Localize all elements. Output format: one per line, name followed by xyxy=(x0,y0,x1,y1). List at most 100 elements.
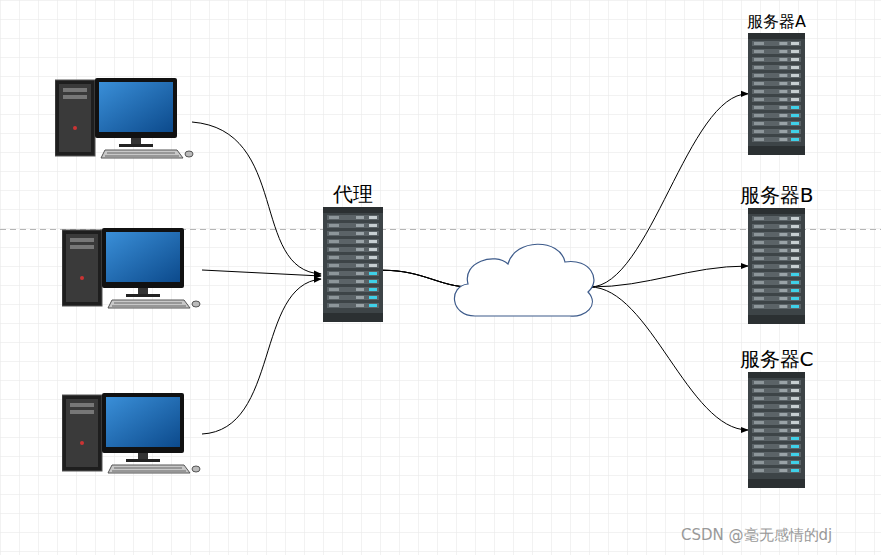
rack-slot xyxy=(779,225,787,228)
rack-led xyxy=(791,297,799,300)
rack-unit xyxy=(752,436,801,441)
rack-slot xyxy=(779,389,787,392)
rack-unit xyxy=(752,129,801,134)
rack-led xyxy=(791,74,799,77)
rack-slot xyxy=(329,304,339,307)
rack-slot xyxy=(329,240,339,243)
rack-slot xyxy=(754,225,764,228)
rack-slot xyxy=(779,413,787,416)
rack-slot xyxy=(356,304,364,307)
rack-unit xyxy=(327,231,379,236)
rack-slot xyxy=(779,305,787,308)
client-computer xyxy=(55,78,193,158)
rack-slot xyxy=(754,249,764,252)
rack-top xyxy=(748,33,805,39)
rack-unit xyxy=(752,452,801,457)
rack-led xyxy=(791,389,799,392)
rack-slot xyxy=(779,241,787,244)
rack-unit xyxy=(752,81,801,86)
rack-slot xyxy=(779,122,787,125)
rack-slot xyxy=(779,50,787,53)
rack-led xyxy=(369,272,377,275)
server-node: 服务器B xyxy=(729,182,824,324)
rack-unit xyxy=(327,295,379,300)
rack-slot xyxy=(754,413,764,416)
rack-unit xyxy=(752,304,801,309)
rack-slot xyxy=(779,249,787,252)
rack-unit xyxy=(752,240,801,245)
rack-led xyxy=(791,273,799,276)
server-rack xyxy=(748,372,805,488)
rack-slot xyxy=(329,280,339,283)
rack-bottom xyxy=(748,479,805,488)
rack-led xyxy=(791,445,799,448)
server-node: 服务器C xyxy=(729,346,824,488)
rack-slot xyxy=(329,232,339,235)
rack-slot xyxy=(754,257,764,260)
rack-slot xyxy=(754,74,764,77)
rack-unit xyxy=(752,105,801,110)
server-label: 服务器C xyxy=(738,346,816,372)
rack-slot xyxy=(356,296,364,299)
rack-slot xyxy=(779,233,787,236)
rack-slot xyxy=(754,389,764,392)
rack-unit xyxy=(752,224,801,229)
rack-slot xyxy=(754,461,764,464)
rack-slot xyxy=(329,248,339,251)
rack-unit xyxy=(752,264,801,269)
rack-slot xyxy=(779,217,787,220)
rack-led xyxy=(791,405,799,408)
rack-slot xyxy=(356,240,364,243)
rack-unit xyxy=(327,239,379,244)
rack-led xyxy=(369,288,377,291)
rack-body xyxy=(323,207,383,322)
rack-slot xyxy=(754,421,764,424)
rack-unit xyxy=(752,57,801,62)
rack-unit xyxy=(327,271,379,276)
rack-slot xyxy=(754,453,764,456)
rack-slot xyxy=(754,305,764,308)
rack-led xyxy=(369,296,377,299)
rack-slot xyxy=(779,98,787,101)
rack-slot xyxy=(754,429,764,432)
server-rack xyxy=(748,33,805,155)
rack-slot xyxy=(754,130,764,133)
rack-led xyxy=(791,225,799,228)
rack-unit xyxy=(752,137,801,142)
rack-slot xyxy=(754,138,764,141)
server-label: 服务器B xyxy=(738,182,816,208)
rack-slot xyxy=(754,265,764,268)
rack-body xyxy=(748,33,805,155)
rack-slot xyxy=(329,264,339,267)
rack-slot xyxy=(779,265,787,268)
rack-unit xyxy=(327,303,379,308)
rack-led xyxy=(791,413,799,416)
rack-led xyxy=(791,305,799,308)
rack-unit xyxy=(752,256,801,261)
rack-led xyxy=(791,130,799,133)
rack-led xyxy=(791,42,799,45)
rack-led xyxy=(791,469,799,472)
rack-slot xyxy=(754,381,764,384)
server-node: 代理 xyxy=(308,181,398,322)
client-link xyxy=(202,279,321,434)
connector xyxy=(383,94,748,287)
rack-unit xyxy=(752,288,801,293)
rack-slot xyxy=(754,437,764,440)
rack-unit xyxy=(752,65,801,70)
rack-slot xyxy=(329,296,339,299)
rack-led xyxy=(791,265,799,268)
rack-led xyxy=(791,106,799,109)
rack-slot xyxy=(779,469,787,472)
rack-slot xyxy=(754,58,764,61)
rack-led xyxy=(369,256,377,259)
rack-unit xyxy=(752,388,801,393)
rack-slot xyxy=(754,273,764,276)
rack-led xyxy=(369,216,377,219)
rack-slot xyxy=(779,106,787,109)
rack-slot xyxy=(779,58,787,61)
rack-slot xyxy=(779,42,787,45)
rack-body xyxy=(748,208,805,324)
rack-slot xyxy=(356,264,364,267)
rack-led xyxy=(791,58,799,61)
